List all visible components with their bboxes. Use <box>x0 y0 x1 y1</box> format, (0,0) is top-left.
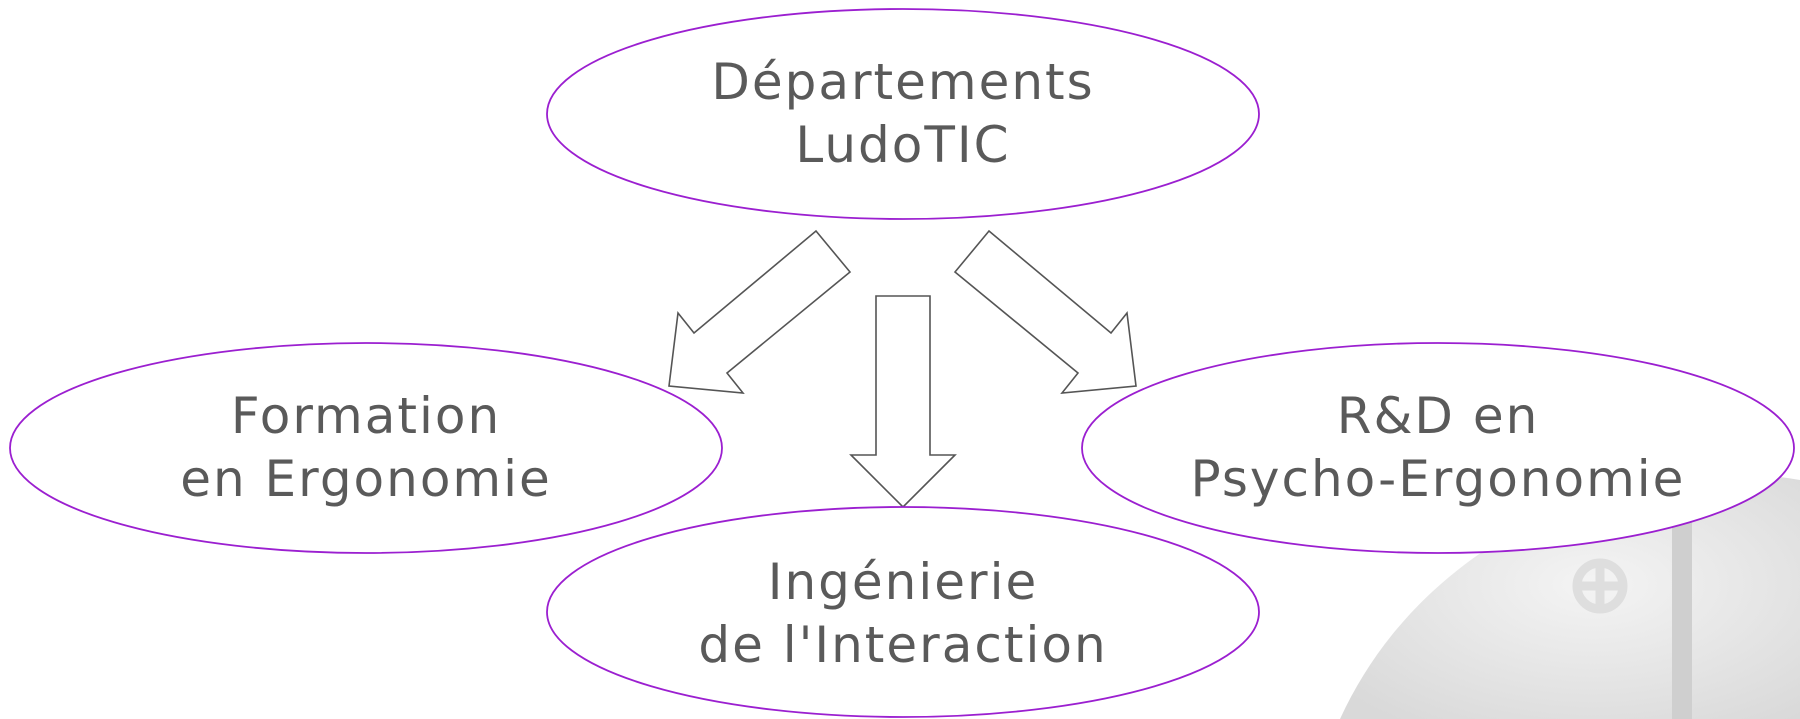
watermark-bar <box>1672 500 1692 719</box>
node-left-line2: en Ergonomie <box>180 450 552 508</box>
node-root-line1: Départements <box>711 53 1095 111</box>
arrow-to-formation <box>668 229 852 394</box>
watermark-logo <box>1340 474 1800 719</box>
node-center-line1: Ingénierie <box>767 553 1039 611</box>
node-root-line2: LudoTIC <box>795 116 1011 174</box>
arrow-to-rd <box>953 229 1137 394</box>
node-left-line1: Formation <box>230 387 502 445</box>
node-right-line1: R&D en <box>1336 387 1540 445</box>
node-center-line2: de l'Interaction <box>698 616 1108 674</box>
crosshair-circle-icon <box>1572 558 1628 614</box>
node-right-ellipse <box>1081 342 1795 554</box>
node-right-label: R&D en Psycho-Ergonomie <box>1138 385 1738 511</box>
node-root-label: Départements LudoTIC <box>603 51 1203 177</box>
node-center-ellipse <box>546 506 1260 718</box>
node-left-ellipse <box>9 342 723 554</box>
node-root-ellipse <box>546 8 1260 220</box>
node-right-line2: Psycho-Ergonomie <box>1190 450 1686 508</box>
arrow-to-ingenierie <box>849 295 957 509</box>
node-left-label: Formation en Ergonomie <box>66 385 666 511</box>
node-center-label: Ingénierie de l'Interaction <box>603 551 1203 677</box>
